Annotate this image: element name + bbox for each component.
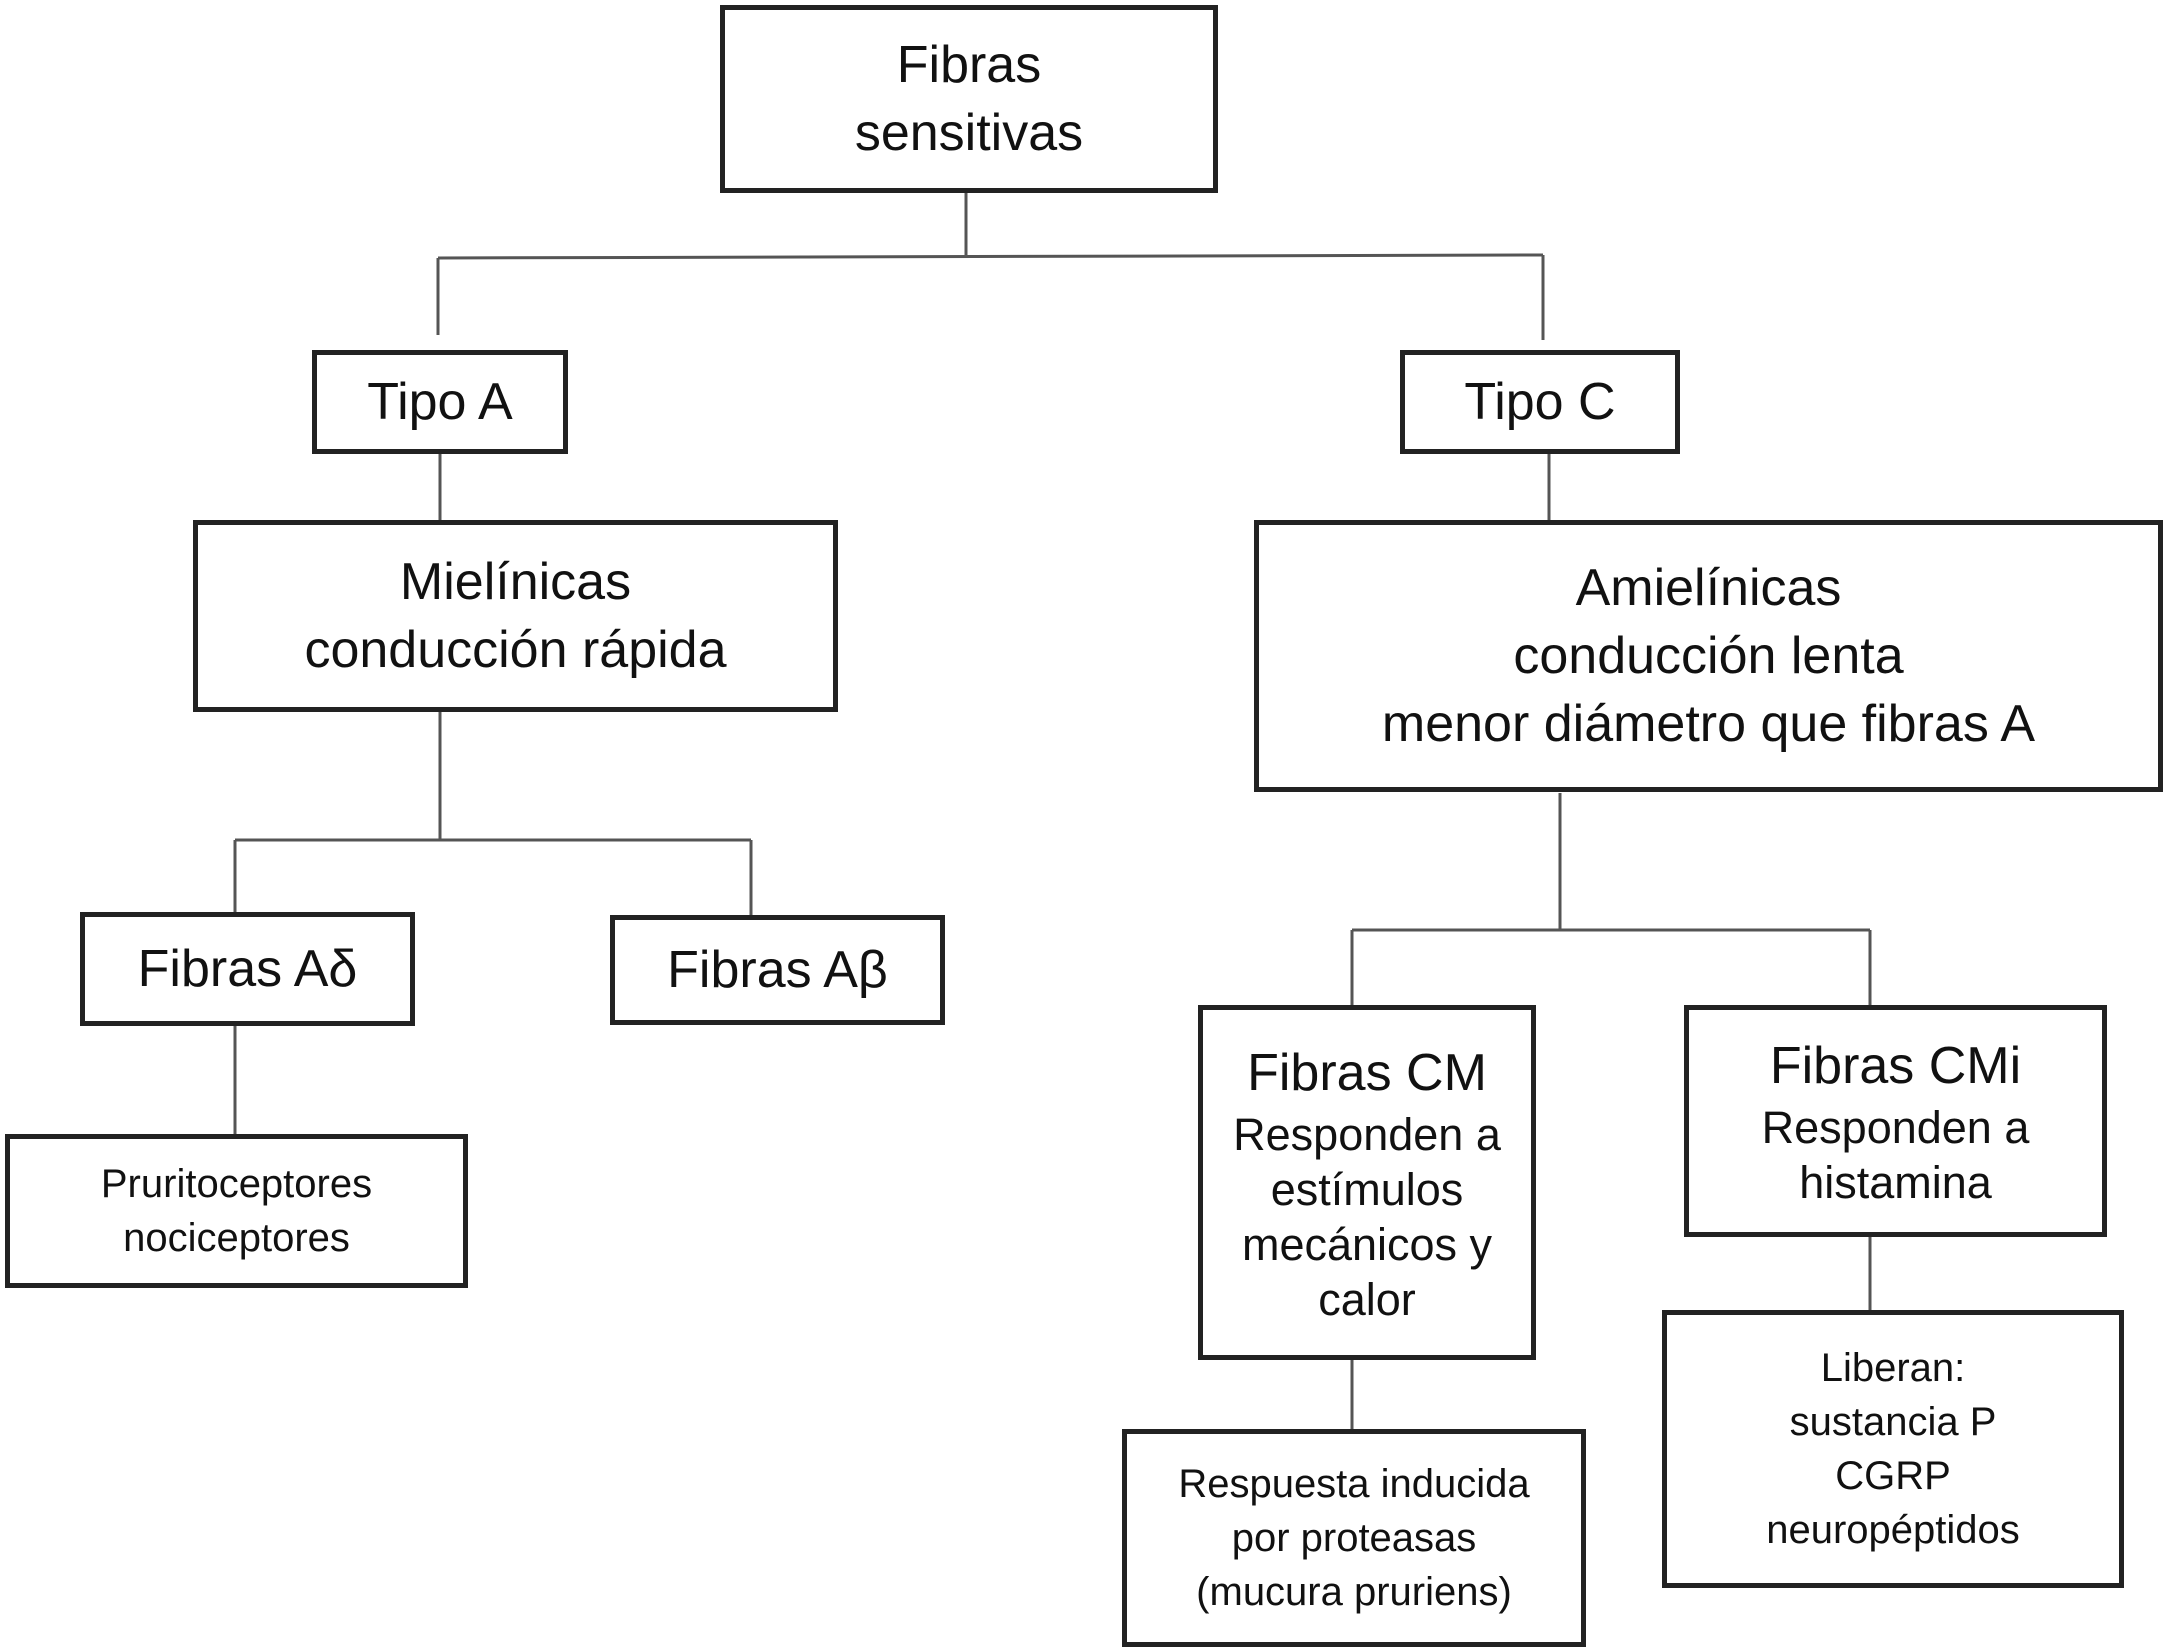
node-line: nociceptores: [123, 1216, 350, 1260]
node-line: CGRP: [1835, 1454, 1951, 1498]
node-line: calor: [1318, 1273, 1416, 1325]
node-fibras-sensitivas: Fibras sensitivas: [720, 5, 1218, 193]
node-amielinicas: Amielínicas conducción lenta menor diáme…: [1254, 520, 2163, 792]
node-line: Liberan:: [1820, 1346, 1966, 1390]
node-line: Responden a: [1233, 1108, 1501, 1160]
node-line: neuropéptidos: [1766, 1508, 2020, 1552]
node-fibras-a-beta: Fibras Aβ: [610, 915, 945, 1025]
node-line: Tipo A: [367, 373, 513, 431]
node-fibras-cm: Fibras CM Responden a estímulos mecánico…: [1198, 1005, 1536, 1360]
node-line: Fibras Aβ: [667, 941, 888, 999]
node-line: mecánicos y: [1241, 1218, 1493, 1270]
node-line: Respuesta inducida: [1178, 1462, 1530, 1506]
node-line: histamina: [1799, 1157, 1992, 1208]
node-line: sustancia P: [1789, 1400, 1997, 1444]
node-line: conducción rápida: [304, 621, 727, 679]
node-title: Fibras CM: [1247, 1043, 1487, 1102]
node-liberan: Liberan: sustancia P CGRP neuropéptidos: [1662, 1310, 2124, 1588]
node-line: Fibras: [896, 36, 1042, 94]
node-respuesta-proteasas: Respuesta inducida por proteasas (mucura…: [1122, 1429, 1586, 1647]
node-line: conducción lenta: [1513, 627, 1904, 685]
node-line: Responden a: [1761, 1102, 2030, 1153]
node-line: sensitivas: [854, 104, 1084, 162]
node-line: Tipo C: [1464, 373, 1616, 431]
node-line: Mielínicas: [399, 553, 632, 611]
node-line: por proteasas: [1231, 1516, 1477, 1560]
node-fibras-a-delta: Fibras Aδ: [80, 912, 415, 1026]
node-mielinicas: Mielínicas conducción rápida: [193, 520, 838, 712]
node-line: (mucura pruriens): [1196, 1570, 1512, 1614]
node-line: menor diámetro que fibras A: [1381, 695, 2036, 753]
edge-root-branch: [437, 253, 1544, 260]
node-line: Amielínicas: [1575, 559, 1842, 617]
node-line: Fibras Aδ: [137, 940, 358, 998]
node-fibras-cmi: Fibras CMi Responden a histamina: [1684, 1005, 2107, 1237]
node-tipo-c: Tipo C: [1400, 350, 1680, 454]
node-tipo-a: Tipo A: [312, 350, 568, 454]
node-pruritoceptores: Pruritoceptores nociceptores: [5, 1134, 468, 1288]
node-title: Fibras CMi: [1769, 1037, 2022, 1095]
node-line: estímulos: [1270, 1163, 1464, 1215]
node-line: Pruritoceptores: [100, 1162, 373, 1206]
